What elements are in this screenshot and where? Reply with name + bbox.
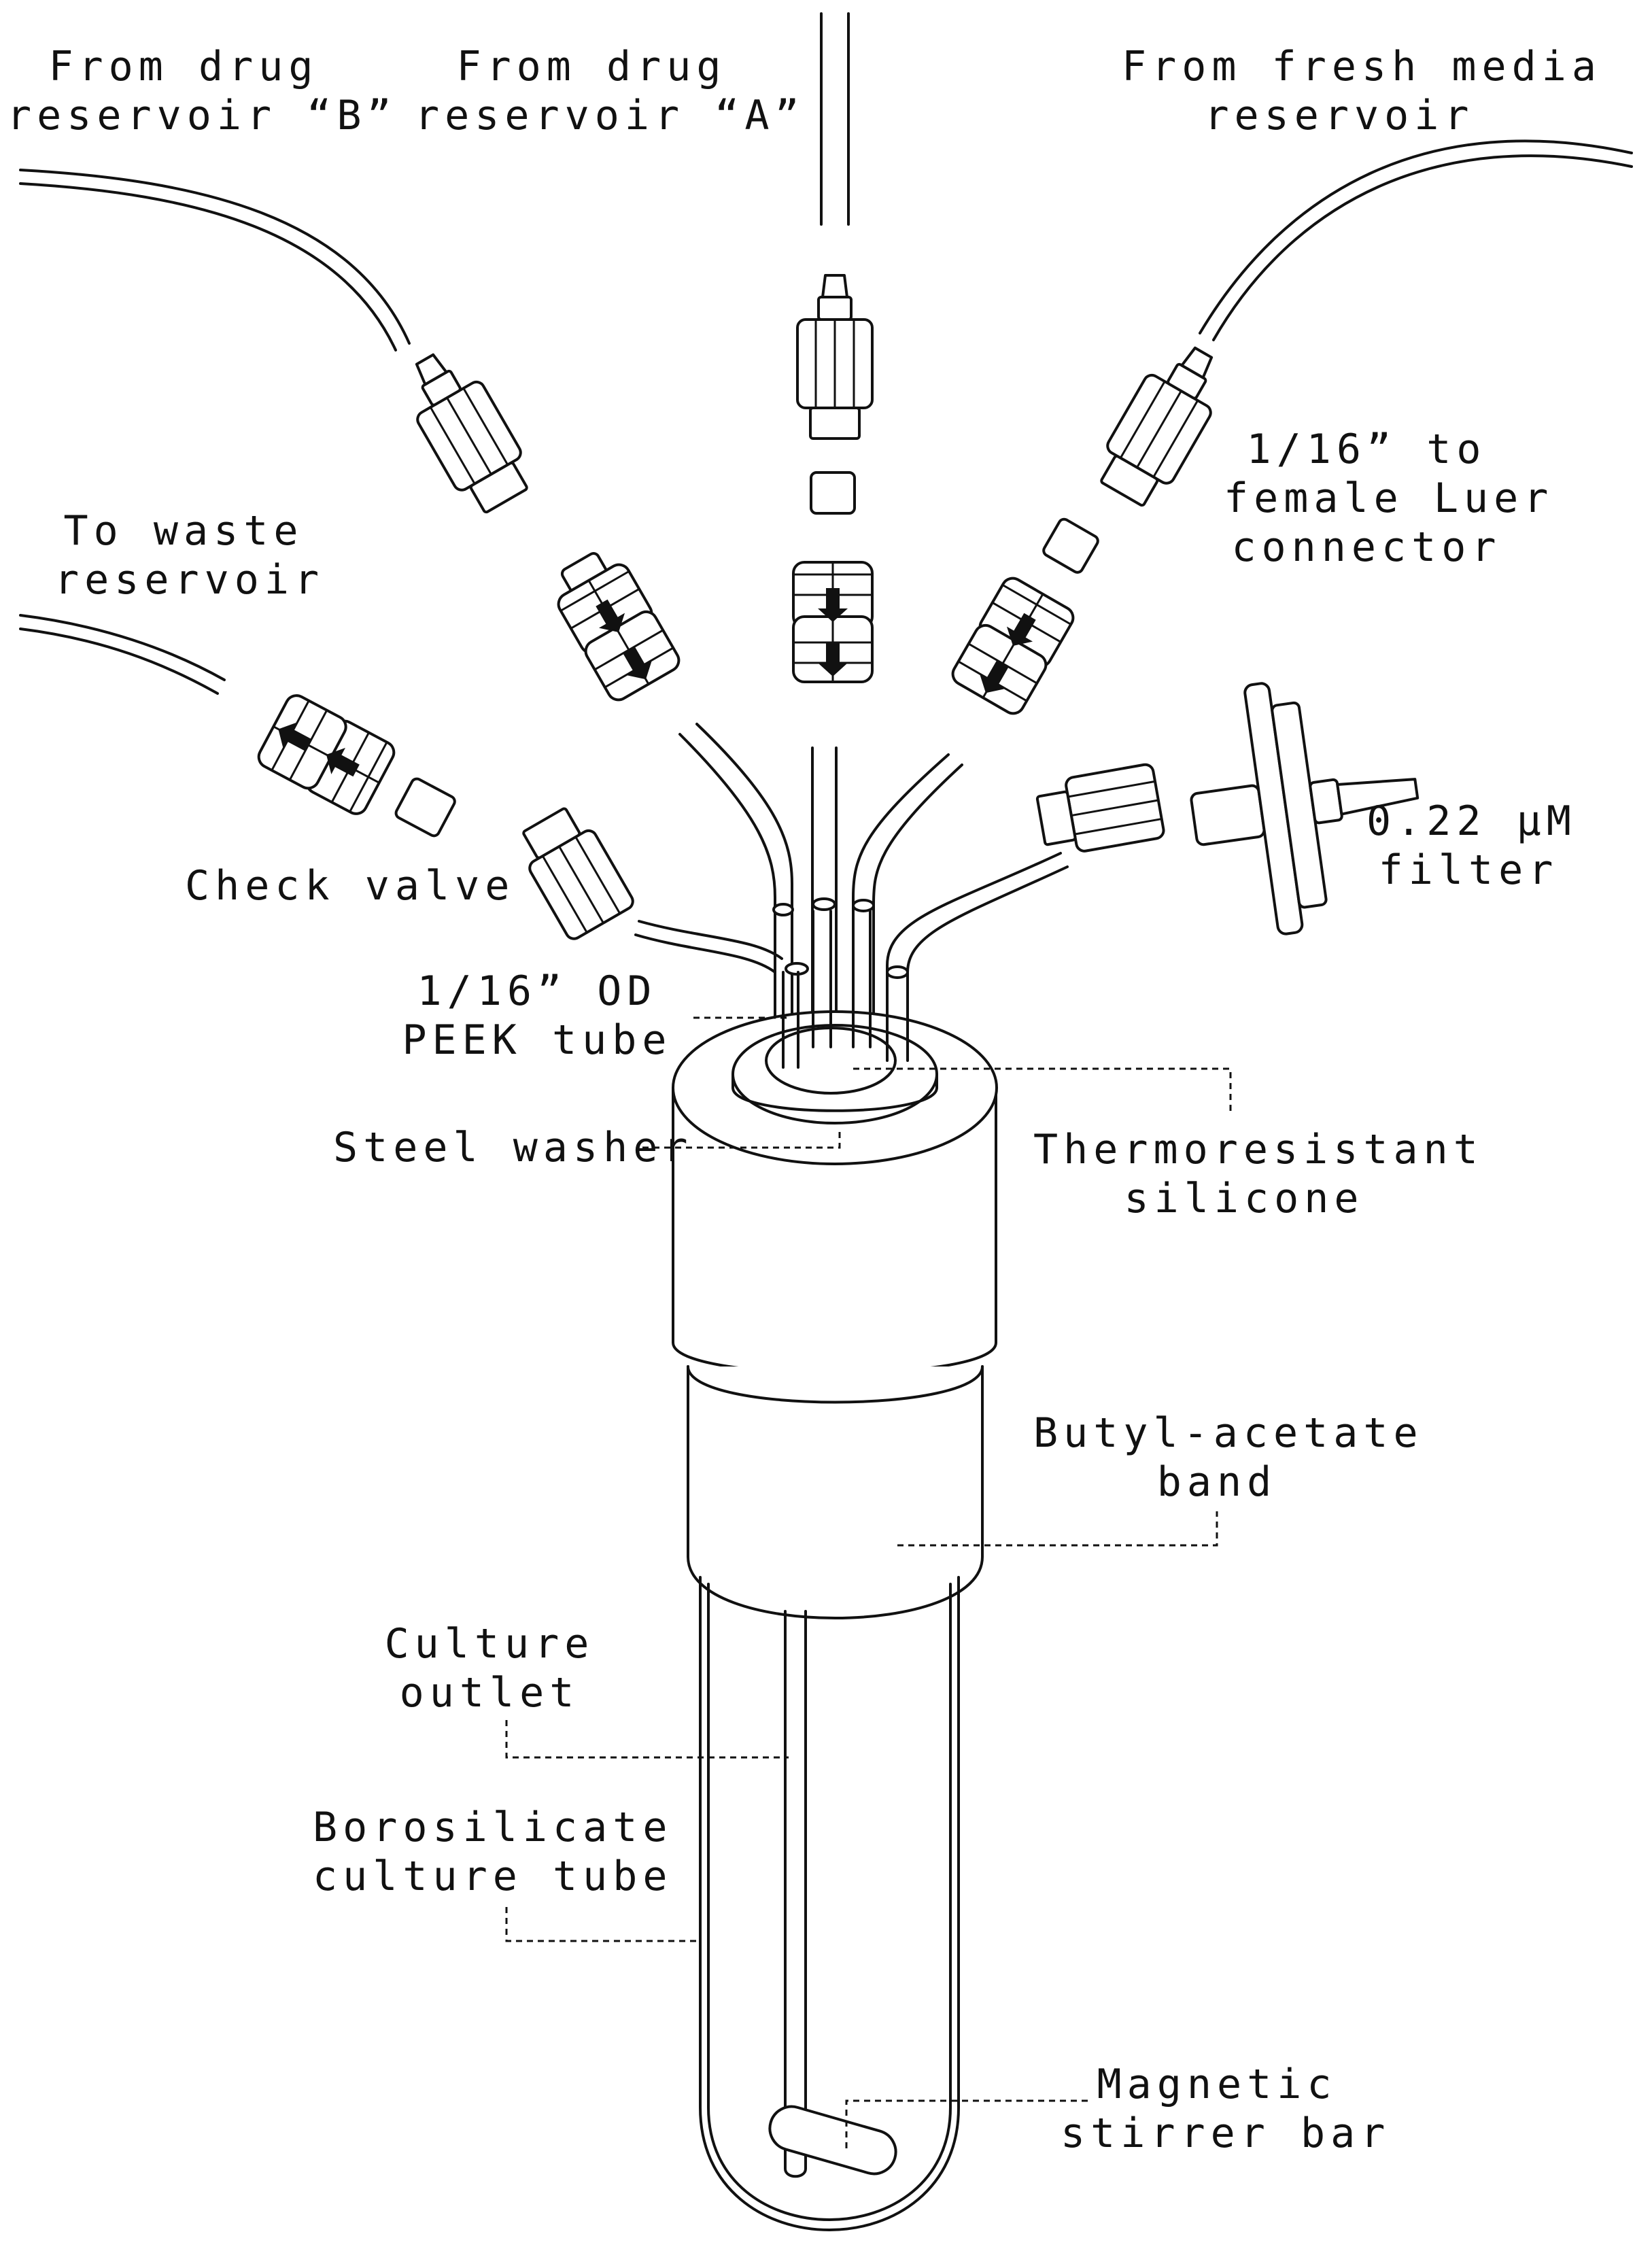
- syringe-filter-icon: [1190, 682, 1419, 935]
- tubing-drug-a: [820, 12, 850, 226]
- luer-connector-icon: [1035, 763, 1165, 853]
- tubing-fresh-media: [1199, 139, 1633, 341]
- culture-tube: [699, 1576, 960, 2231]
- check-valve-icon: [792, 471, 874, 683]
- tubing-drug-b: [19, 169, 411, 351]
- label-drug-reservoir-a: From drug reservoir “A”: [415, 43, 805, 139]
- label-waste-reservoir: To waste reservoir: [54, 507, 325, 604]
- luer-connector-icon: [522, 807, 634, 940]
- label-borosilicate-culture-tube: Borosilicate culture tube: [313, 1804, 673, 1900]
- label-peek-tube: 1/16” OD PEEK tube: [402, 967, 672, 1064]
- butyl-band: [687, 1365, 984, 1619]
- label-butyl-acetate-band: Butyl-acetate band: [1033, 1409, 1424, 1506]
- check-valve-icon: [553, 552, 685, 706]
- luer-connector-icon: [391, 339, 540, 521]
- label-luer-connector: 1/16” to female Luer connector: [1224, 426, 1554, 571]
- peek-tubes: [634, 723, 1069, 1076]
- label-check-valve: Check valve: [185, 862, 515, 910]
- luer-connector-icon: [1088, 332, 1237, 515]
- label-culture-outlet: Culture outlet: [384, 1620, 595, 1717]
- label-steel-washer: Steel washer: [333, 1124, 693, 1171]
- check-valve-icon: [255, 691, 456, 838]
- luer-connector-icon: [796, 274, 874, 440]
- check-valve-icon: [947, 517, 1099, 719]
- label-filter: 0.22 μM filter: [1366, 797, 1577, 894]
- tubing-waste: [19, 614, 226, 695]
- label-drug-reservoir-b: From drug reservoir “B”: [7, 43, 397, 139]
- label-thermoresistant-silicone: Thermoresistant silicone: [1033, 1126, 1483, 1222]
- label-fresh-media-reservoir: From fresh media reservoir: [1122, 43, 1602, 139]
- silicone-stopper: [672, 910, 998, 1375]
- label-magnetic-stirrer-bar: Magnetic stirrer bar: [1061, 2061, 1391, 2157]
- leader-lines: [505, 1016, 1232, 2148]
